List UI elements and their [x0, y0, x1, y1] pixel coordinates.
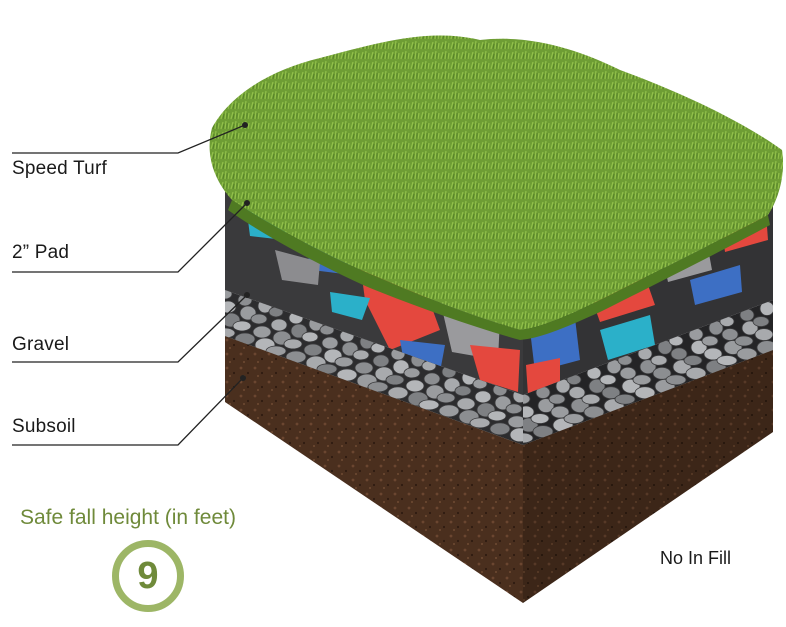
fall-height-heading: Safe fall height (in feet)	[20, 506, 236, 529]
leader-line-turf	[12, 124, 246, 154]
subsoil-layer	[225, 336, 773, 603]
infill-note: No In Fill	[660, 548, 732, 568]
leader-lines	[12, 124, 248, 446]
leader-line-subsoil	[12, 377, 244, 446]
leader-dots	[240, 122, 250, 381]
layer-label-gravel: Gravel	[12, 334, 70, 355]
fall-height-badge: 9	[112, 540, 184, 612]
layer-label-pad: 2” Pad	[12, 242, 70, 263]
layer-label-subsoil: Subsoil	[12, 416, 76, 437]
fall-height-value: 9	[137, 554, 159, 597]
layer-label-speed-turf: Speed Turf	[12, 158, 107, 179]
leader-line-gravel	[12, 294, 248, 363]
leader-line-pad	[12, 202, 248, 273]
speed-turf-layer	[209, 35, 784, 340]
